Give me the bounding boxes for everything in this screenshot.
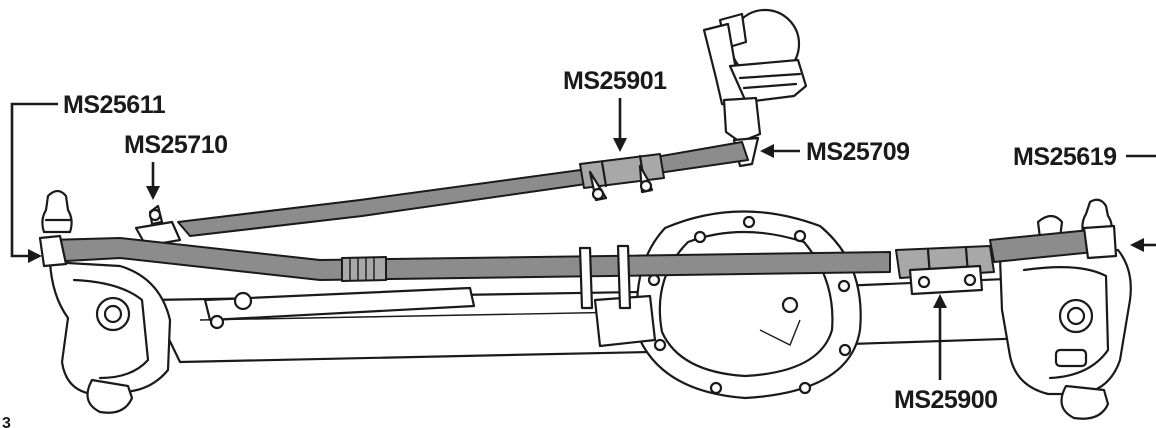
callout-label-ms25709: MS25709 (806, 138, 910, 166)
drag-link (134, 153, 665, 248)
axle-housing (148, 276, 1036, 364)
steering-gear (603, 8, 808, 181)
callout-leaders (10, 98, 1156, 380)
callout-label-ms25900: MS25900 (894, 386, 998, 414)
callout-label-ms25901: MS25901 (563, 67, 667, 95)
figure-number: 3 (2, 415, 11, 428)
tie-rod (38, 224, 1118, 310)
callout-label-ms25710: MS25710 (124, 131, 228, 159)
left-steering-knuckle (41, 189, 172, 414)
differential-cover (593, 210, 862, 400)
callout-label-ms25611: MS25611 (63, 91, 166, 119)
callout-label-ms25619: MS25619 (1013, 143, 1117, 171)
